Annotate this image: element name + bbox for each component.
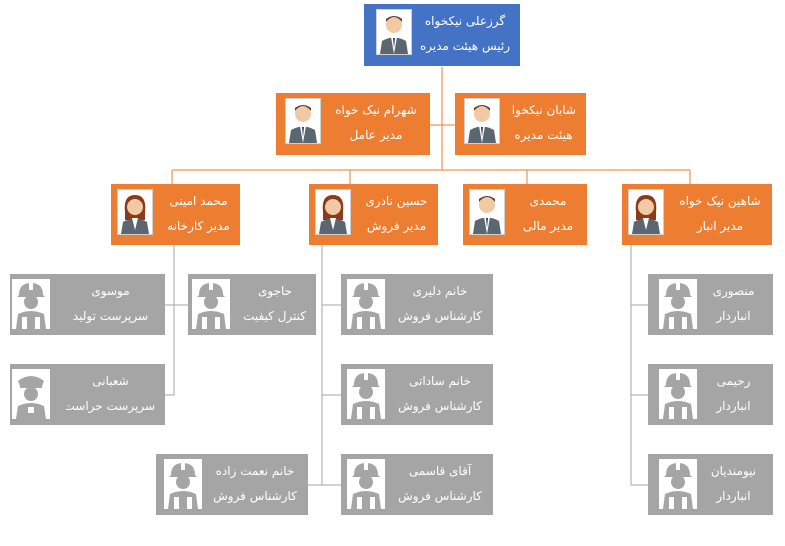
node-name: موسوی bbox=[91, 284, 130, 298]
worker-helmet-icon bbox=[659, 279, 697, 329]
node-name: رحیمی bbox=[716, 374, 751, 388]
node-chairman[interactable]: گرزعلی نیکخواه رئیس هیئت مدیره bbox=[364, 4, 520, 66]
node-name: محمد امینی bbox=[169, 194, 228, 208]
node-name: شهرام نیک خواه bbox=[335, 103, 417, 117]
node-sales-manager[interactable]: حسین نادری مدیر فروش bbox=[309, 184, 438, 245]
node-role: کنترل کیفیت bbox=[244, 309, 306, 323]
man-suit-icon bbox=[285, 98, 321, 144]
node-role: مدیر مالی bbox=[522, 219, 574, 233]
node-role: انباردار bbox=[716, 489, 751, 503]
worker-helmet-icon bbox=[347, 369, 385, 419]
node-security-supervisor[interactable]: شعبانی سرپرست حراست bbox=[10, 364, 165, 425]
node-name: خانم دلیری bbox=[412, 284, 468, 298]
node-name: شعبانی bbox=[92, 374, 129, 388]
node-name: خانم نعمت زاده bbox=[215, 464, 295, 478]
man-suit-icon bbox=[469, 189, 505, 235]
node-role: مدیر عامل bbox=[349, 128, 403, 142]
node-role: کارشناس فروش bbox=[213, 489, 297, 503]
node-role: مدیر فروش bbox=[366, 219, 427, 233]
security-guard-icon bbox=[12, 369, 50, 419]
node-sales-expert-3[interactable]: آقای قاسمی کارشناس فروش bbox=[341, 454, 493, 515]
worker-helmet-icon bbox=[659, 369, 697, 419]
node-role: مدیر کارخانه bbox=[167, 219, 230, 233]
node-role: هیئت مدیره bbox=[514, 128, 573, 142]
node-name: خانم ساداتی bbox=[409, 374, 471, 388]
node-name: شایان نیکخواه bbox=[511, 103, 576, 117]
node-warehouse-keeper-1[interactable]: منصوری انباردار bbox=[648, 274, 773, 335]
worker-helmet-icon bbox=[347, 459, 385, 509]
node-sales-expert-1[interactable]: خانم دلیری کارشناس فروش bbox=[341, 274, 493, 335]
node-role: سرپرست حراست bbox=[66, 399, 155, 413]
worker-helmet-icon bbox=[659, 459, 697, 509]
node-finance-manager[interactable]: محمدی مدیر مالی bbox=[463, 184, 587, 245]
node-role: کارشناس فروش bbox=[398, 309, 482, 323]
node-production-supervisor[interactable]: موسوی سرپرست تولید bbox=[10, 274, 165, 335]
node-role: کارشناس فروش bbox=[398, 489, 482, 503]
node-warehouse-manager[interactable]: شاهین نیک خواه مدیر انبار bbox=[622, 184, 772, 245]
worker-helmet-icon bbox=[164, 459, 202, 509]
node-name: محمدی bbox=[529, 194, 567, 208]
node-name: شاهین نیک خواه bbox=[679, 194, 761, 208]
node-role: انباردار bbox=[716, 399, 751, 413]
node-sales-expert-4[interactable]: خانم نعمت زاده کارشناس فروش bbox=[156, 454, 308, 515]
node-name: گرزعلی نیکخواه bbox=[424, 14, 506, 28]
node-role: رئیس هیئت مدیره bbox=[420, 39, 510, 53]
woman-avatar-icon bbox=[315, 189, 351, 235]
worker-helmet-icon bbox=[347, 279, 385, 329]
node-role: سرپرست تولید bbox=[72, 309, 149, 323]
node-role: مدیر انبار bbox=[696, 219, 744, 233]
node-ceo[interactable]: شهرام نیک خواه مدیر عامل bbox=[276, 93, 430, 155]
node-warehouse-keeper-2[interactable]: رحیمی انباردار bbox=[648, 364, 773, 425]
woman-avatar-icon bbox=[628, 189, 664, 235]
woman-avatar-icon bbox=[117, 189, 153, 235]
node-role: انباردار bbox=[716, 309, 751, 323]
node-board-member[interactable]: شایان نیکخواه هیئت مدیره bbox=[455, 93, 586, 155]
node-name: نیومندیان bbox=[710, 464, 757, 478]
node-factory-manager[interactable]: محمد امینی مدیر کارخانه bbox=[111, 184, 240, 245]
man-suit-icon bbox=[376, 9, 412, 55]
worker-helmet-icon bbox=[192, 279, 230, 329]
node-name: حاجوی bbox=[257, 284, 293, 298]
node-role: کارشناس فروش bbox=[398, 399, 482, 413]
node-warehouse-keeper-3[interactable]: نیومندیان انباردار bbox=[648, 454, 773, 515]
man-suit-icon bbox=[464, 98, 500, 144]
node-name: حسین نادری bbox=[365, 194, 428, 208]
node-quality-control[interactable]: حاجوی کنترل کیفیت bbox=[188, 274, 316, 335]
node-name: منصوری bbox=[712, 284, 755, 298]
node-sales-expert-2[interactable]: خانم ساداتی کارشناس فروش bbox=[341, 364, 493, 425]
worker-helmet-icon bbox=[12, 279, 50, 329]
node-name: آقای قاسمی bbox=[408, 464, 472, 478]
